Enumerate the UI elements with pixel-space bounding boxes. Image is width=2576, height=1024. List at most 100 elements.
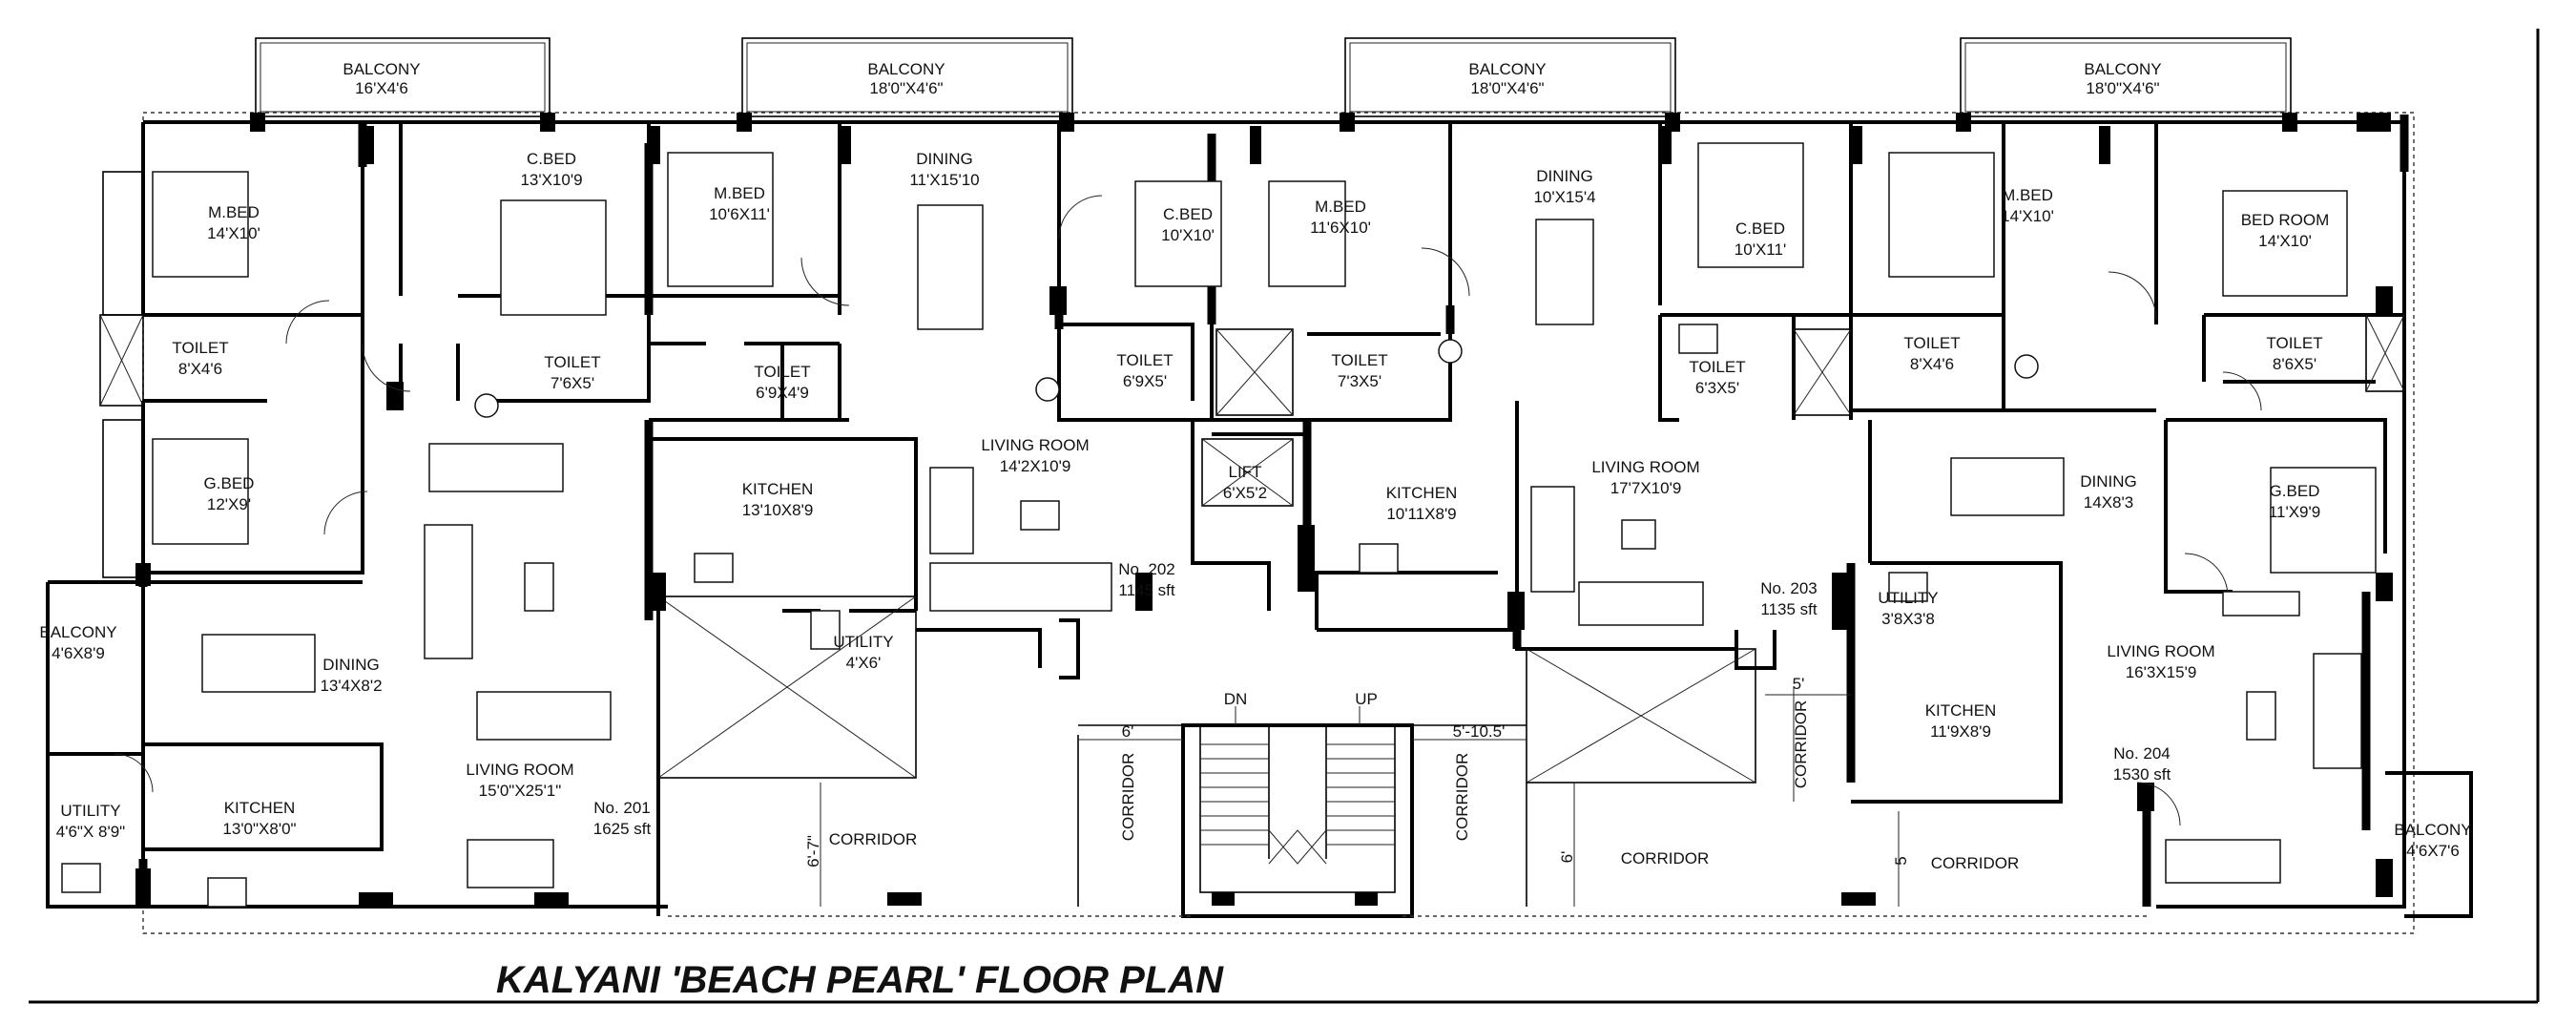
room-dim: 13'X10'9 — [520, 171, 582, 189]
room-dim: 11'X15'10 — [909, 171, 979, 189]
room-dim: 14'2X10'9 — [1000, 457, 1071, 475]
room-name: LIVING ROOM — [2107, 642, 2214, 660]
corridor-label: CORRIDOR — [1931, 854, 2020, 872]
room-dim: 10'X10' — [1161, 226, 1215, 244]
room-dim: 4'6X8'9 — [52, 644, 105, 662]
room-name: UTILITY — [1878, 589, 1938, 607]
furniture — [152, 142, 2377, 888]
corridor-label: CORRIDOR — [1453, 753, 1471, 842]
corridor-label: CORRIDOR — [1792, 700, 1810, 789]
room-dim: 14'X10' — [2258, 232, 2312, 250]
unit-area: 1530 sft — [2113, 765, 2171, 784]
dim-label: 6' — [1558, 851, 1576, 864]
room-name: TOILET — [544, 353, 600, 371]
room-name: BALCONY — [39, 623, 116, 641]
room-name: G.BED — [2270, 482, 2320, 500]
room-dim: 4'X6' — [846, 654, 882, 672]
room-name: TOILET — [2266, 334, 2322, 352]
room-dim: 18'0"X4'6" — [869, 79, 943, 97]
room-name: UTILITY — [833, 633, 893, 651]
room-dim: 8'6X5' — [2273, 355, 2316, 373]
room-name: LIFT — [1229, 463, 1262, 481]
room-name: LIVING ROOM — [1591, 458, 1699, 476]
unit-number: No. 201 — [593, 799, 651, 817]
stair-up-label: UP — [1355, 690, 1378, 708]
room-name: BALCONY — [1468, 60, 1546, 78]
room-name: KITCHEN — [1386, 484, 1458, 502]
room-dim: 4'6X7'6 — [2406, 842, 2460, 860]
room-name: KITCHEN — [224, 799, 296, 817]
room-dim: 6'9X4'9 — [756, 384, 809, 402]
dim-label: 6'-7" — [804, 835, 822, 867]
room-name: TOILET — [172, 339, 228, 357]
staircase — [1199, 706, 1396, 893]
room-dim: 16'X4'6 — [355, 79, 408, 97]
room-name: TOILET — [1116, 351, 1173, 369]
room-name: LIVING ROOM — [466, 761, 573, 779]
room-name: BALCONY — [2084, 60, 2161, 78]
corridor-label: CORRIDOR — [1621, 849, 1710, 867]
room-dim: 13'10X8'9 — [742, 501, 814, 519]
columns — [135, 113, 2393, 907]
unit-area: 1135 sft — [1760, 600, 1818, 618]
unit-labels: No. 201 1625 sft No. 202 1145 sft No. 20… — [593, 560, 2171, 838]
room-name: C.BED — [527, 150, 576, 168]
balconies-top — [255, 37, 2292, 117]
room-name: G.BED — [204, 474, 255, 492]
room-dim: 18'0"X4'6" — [1470, 79, 1544, 97]
room-name: M.BED — [208, 203, 260, 221]
unit-number: No. 204 — [2113, 744, 2171, 763]
room-name: TOILET — [1331, 351, 1387, 369]
dim-label: 5' — [1793, 675, 1805, 693]
room-dim: 11'9X8'9 — [1930, 722, 1991, 741]
unit-number: No. 202 — [1118, 560, 1175, 578]
room-name: M.BED — [2002, 186, 2053, 204]
room-dim: 14'X10' — [207, 224, 260, 242]
room-name: BALCONY — [867, 60, 945, 78]
room-name: BALCONY — [343, 60, 420, 78]
room-name: KITCHEN — [1925, 701, 1997, 720]
room-dim: 10'X11' — [1735, 240, 1786, 259]
unit-202-walls — [644, 122, 1271, 679]
room-dim: 4'6"X 8'9" — [56, 823, 125, 841]
room-name: TOILET — [1689, 358, 1745, 376]
corridor-label: CORRIDOR — [1119, 753, 1137, 842]
fixtures — [61, 324, 2039, 908]
room-name: KITCHEN — [742, 480, 814, 498]
room-dim: 8'X4'6 — [178, 360, 222, 378]
dimension-lines — [1078, 694, 1851, 741]
room-dim: 10'6X11' — [709, 205, 770, 223]
unit-number: No. 203 — [1760, 579, 1818, 597]
drawing-title: KALYANI 'BEACH PEARL' FLOOR PLAN — [496, 959, 1224, 1001]
room-name: BALCONY — [2394, 821, 2471, 839]
unit-area: 1145 sft — [1118, 581, 1175, 599]
room-dim: 16'3X15'9 — [2126, 663, 2197, 681]
room-labels: BALCONY 16'X4'6 BALCONY 18'0"X4'6" BALCO… — [39, 60, 2471, 860]
room-dim: 11'6X10' — [1310, 219, 1371, 237]
room-dim: 14'X10' — [2001, 207, 2054, 225]
room-dim: 11'X9'9 — [2269, 503, 2320, 521]
unit-area: 1625 sft — [593, 820, 652, 838]
room-name: LIVING ROOM — [981, 436, 1089, 454]
room-dim: 7'6X5' — [551, 374, 594, 392]
room-dim: 10'X15'4 — [1533, 188, 1595, 206]
room-name: TOILET — [1903, 334, 1960, 352]
room-dim: 7'3X5' — [1338, 372, 1381, 390]
room-name: DINING — [916, 150, 973, 168]
room-dim: 17'7X10'9 — [1610, 479, 1682, 497]
room-dim: 18'0"X4'6" — [2086, 79, 2159, 97]
dim-label: 6' — [1122, 722, 1134, 741]
stair-dn-label: DN — [1224, 690, 1248, 708]
core-walls — [1181, 328, 1414, 918]
dim-label: 5'-10.5' — [1453, 722, 1506, 741]
room-name: M.BED — [714, 184, 765, 202]
room-name: UTILITY — [60, 802, 120, 820]
corridor-label: CORRIDOR — [829, 830, 918, 848]
room-name: DINING — [1536, 167, 1593, 185]
room-dim: 15'0"X25'1" — [479, 782, 562, 800]
room-name: C.BED — [1735, 219, 1785, 238]
exterior-walls — [99, 120, 2406, 916]
room-name: DINING — [322, 656, 380, 674]
room-dim: 8'X4'6 — [1910, 355, 1954, 373]
